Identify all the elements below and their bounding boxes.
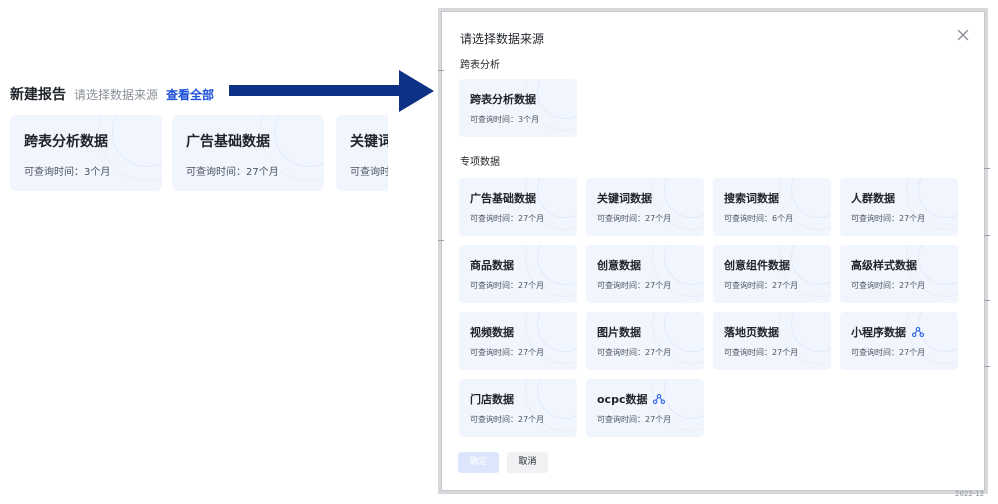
- card-title: 关键词数据: [597, 192, 652, 205]
- card-subtitle: 可查询时间：27个月: [724, 348, 799, 357]
- source-card[interactable]: 搜索词数据 可查询时间：6个月: [713, 178, 831, 236]
- source-card[interactable]: 创意数据 可查询时间：27个月: [586, 245, 704, 303]
- card-title: 广告基础数据: [186, 134, 270, 150]
- section-special-label: 专项数据: [460, 157, 500, 168]
- view-all-link[interactable]: 查看全部: [166, 88, 215, 102]
- card-title-row: 小程序数据: [851, 324, 924, 340]
- card-title: 高级样式数据: [851, 259, 917, 272]
- background-edge: [438, 240, 444, 241]
- card-subtitle: 可查询时间：27个月: [470, 415, 545, 424]
- source-card[interactable]: 图片数据 可查询时间：27个月: [586, 312, 704, 370]
- card-subtitle: 可查询时间：27个月: [724, 281, 799, 290]
- card-subtitle: 可查询时间：27个月: [851, 348, 926, 357]
- card-title: 跨表分析数据: [24, 134, 108, 150]
- card-subtitle: 可查询时间：27个月: [470, 281, 545, 290]
- cancel-button[interactable]: 取消: [507, 452, 548, 473]
- card-subtitle: 可查询时间：27个月: [597, 415, 672, 424]
- card-subtitle: 可查询时间：27个月: [597, 281, 672, 290]
- page-title: 新建报告: [10, 87, 66, 103]
- page-subtitle: 请选择数据来源: [74, 88, 159, 102]
- card-title: 创意组件数据: [724, 259, 790, 272]
- source-card[interactable]: 落地页数据 可查询时间：27个月: [713, 312, 831, 370]
- background-edge: [984, 235, 990, 236]
- card-title: 商品数据: [470, 259, 514, 272]
- arrow-right-icon: [229, 70, 434, 112]
- background-edge: [984, 300, 990, 301]
- source-card[interactable]: 广告基础数据 可查询时间：27个月: [459, 178, 577, 236]
- source-card[interactable]: ocpc数据 可查询时间：27个月: [586, 379, 704, 437]
- card-title-row: ocpc数据: [597, 391, 666, 407]
- card-subtitle: 可查询时间：27个月: [597, 348, 672, 357]
- background-date: 2022-12: [955, 490, 985, 498]
- source-card[interactable]: 高级样式数据 可查询时间：27个月: [840, 245, 958, 303]
- confirm-button[interactable]: 确定: [458, 452, 499, 473]
- section-cross-label: 跨表分析: [460, 60, 500, 71]
- data-source-cards: 跨表分析数据 可查询时间：3个月 广告基础数据 可查询时间：27个月 关键词数据…: [10, 115, 388, 191]
- modal-title: 请选择数据来源: [460, 32, 545, 46]
- card-title: 视频数据: [470, 326, 514, 339]
- source-card[interactable]: 关键词数据 可查询时间：27个月: [336, 115, 388, 191]
- card-subtitle: 可查询时间：27个月: [851, 281, 926, 290]
- card-subtitle: 可查询时间：3个月: [470, 115, 540, 124]
- source-card-cross[interactable]: 跨表分析数据 可查询时间：3个月: [459, 79, 577, 137]
- source-card[interactable]: 商品数据 可查询时间：27个月: [459, 245, 577, 303]
- source-card[interactable]: 创意组件数据 可查询时间：27个月: [713, 245, 831, 303]
- card-title: 跨表分析数据: [470, 93, 536, 106]
- card-title: 关键词数据: [350, 134, 388, 150]
- card-title: 搜索词数据: [724, 192, 779, 205]
- card-title: 广告基础数据: [470, 192, 536, 205]
- hierarchy-icon: [912, 327, 924, 337]
- card-title: 人群数据: [851, 192, 895, 205]
- card-subtitle: 可查询时间：27个月: [470, 348, 545, 357]
- source-card[interactable]: 人群数据 可查询时间：27个月: [840, 178, 958, 236]
- background-edge: [984, 366, 990, 367]
- card-title: 门店数据: [470, 393, 514, 406]
- source-card[interactable]: 门店数据 可查询时间：27个月: [459, 379, 577, 437]
- close-icon[interactable]: [956, 28, 970, 42]
- card-title: ocpc数据: [597, 393, 648, 406]
- card-subtitle: 可查询时间：27个月: [350, 167, 388, 178]
- card-title: 创意数据: [597, 259, 641, 272]
- report-header: 新建报告 请选择数据来源 查看全部: [10, 84, 214, 104]
- source-card[interactable]: 跨表分析数据 可查询时间：3个月: [10, 115, 162, 191]
- card-title: 小程序数据: [851, 326, 906, 339]
- source-card[interactable]: 视频数据 可查询时间：27个月: [459, 312, 577, 370]
- source-card[interactable]: 关键词数据 可查询时间：27个月: [586, 178, 704, 236]
- data-source-modal: 请选择数据来源 跨表分析 跨表分析数据 可查询时间：3个月 专项数据 广告基础数…: [441, 11, 985, 491]
- card-title: 落地页数据: [724, 326, 779, 339]
- source-card[interactable]: 广告基础数据 可查询时间：27个月: [172, 115, 324, 191]
- background-edge: [438, 70, 444, 71]
- source-card[interactable]: 小程序数据 可查询时间：27个月: [840, 312, 958, 370]
- card-subtitle: 可查询时间：27个月: [851, 214, 926, 223]
- hierarchy-icon: [653, 394, 666, 404]
- card-subtitle: 可查询时间：27个月: [470, 214, 545, 223]
- card-subtitle: 可查询时间：6个月: [724, 214, 794, 223]
- background-edge: [984, 168, 990, 169]
- card-title: 图片数据: [597, 326, 641, 339]
- card-subtitle: 可查询时间：3个月: [24, 167, 111, 178]
- card-subtitle: 可查询时间：27个月: [186, 167, 279, 178]
- card-subtitle: 可查询时间：27个月: [597, 214, 672, 223]
